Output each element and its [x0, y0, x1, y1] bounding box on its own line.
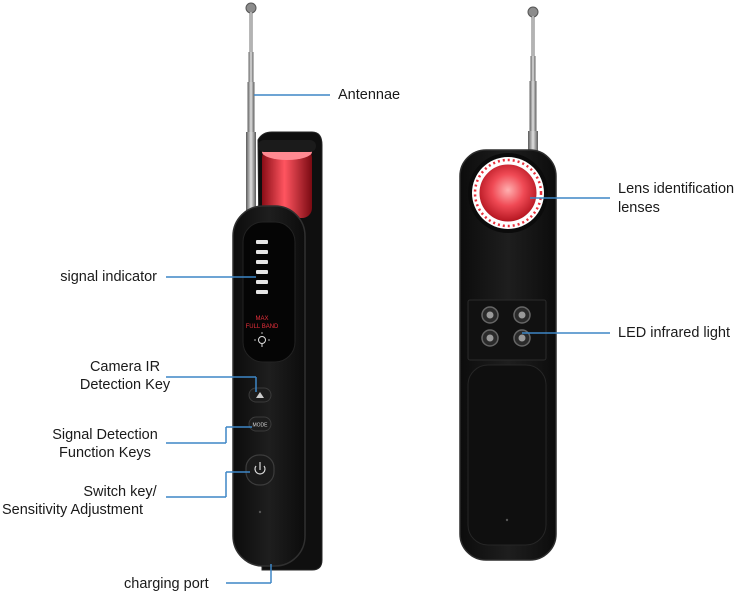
mode-key[interactable]: MODE [248, 416, 272, 432]
switch-key-label-line1: Switch key/ [83, 484, 157, 500]
charging-port-label: charging port [124, 576, 209, 592]
infrared-leds [481, 306, 531, 347]
antennae-label: Antennae [338, 87, 401, 103]
left-body-dot [258, 510, 262, 514]
left-antenna [245, 2, 257, 212]
left-red-lens [258, 140, 316, 218]
signal-detection-label-line2: Function Keys [59, 445, 151, 461]
leader-lines [166, 94, 610, 584]
led-infrared-label: LED infrared light [618, 325, 731, 341]
ir-arrow-icon [256, 392, 264, 398]
lens-identification [468, 153, 548, 233]
power-icon [254, 465, 266, 475]
screen-max-text: MAX [255, 316, 268, 322]
camera-ir-key[interactable] [248, 387, 272, 403]
mode-key-label: MODE [253, 423, 269, 429]
signal-indicator-label: signal indicator [60, 269, 157, 285]
right-lower-panel [467, 364, 547, 546]
screen-fullband-text: FULL BAND [246, 324, 279, 330]
power-key[interactable] [245, 454, 275, 486]
lens-identification-label-line1: Lens identification [618, 181, 735, 197]
left-device: MAX FULL BAND MODE [232, 2, 323, 571]
switch-key-label-line2: Sensitivity Adjustment [2, 502, 144, 518]
led-panel [467, 299, 547, 361]
right-device [459, 6, 557, 561]
right-body-dot [505, 518, 509, 522]
right-antenna [527, 6, 539, 161]
camera-ir-label-line1: Camera IR [89, 359, 161, 375]
camera-ir-label-line2: Detection Key [79, 377, 171, 393]
signal-indicator-leds [256, 240, 268, 294]
left-screen-panel [242, 221, 296, 363]
lens-identification-label-line2: lenses [618, 200, 660, 216]
lightbulb-icon [254, 332, 270, 347]
signal-detection-label-line1: Signal Detection [52, 427, 158, 443]
